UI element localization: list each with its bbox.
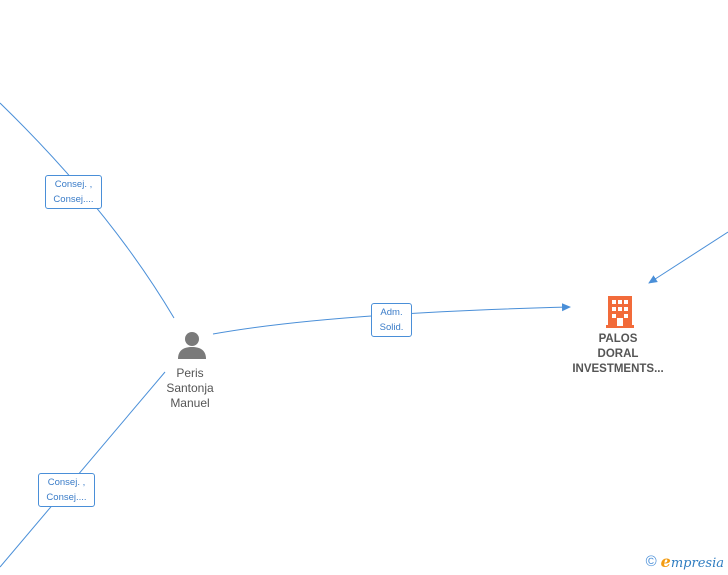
edge-label-line: Adm. bbox=[380, 307, 403, 318]
company-name-line: PALOS bbox=[598, 333, 638, 345]
edge-label-line: Consej. , bbox=[54, 179, 93, 190]
person-node-label[interactable]: Peris Santonja Manuel bbox=[150, 366, 230, 411]
person-name-line: Peris bbox=[176, 366, 204, 380]
edge-right-incoming bbox=[648, 231, 728, 284]
edge-label-line: Consej.... bbox=[53, 194, 94, 205]
brand-initial: e bbox=[660, 552, 671, 571]
edge-top-left bbox=[0, 102, 175, 319]
edge-bottom-left bbox=[0, 371, 166, 568]
copyright-icon: © bbox=[645, 553, 657, 570]
footer-brand: © empresia bbox=[646, 552, 724, 571]
person-name-line: Manuel bbox=[170, 396, 210, 410]
company-node-label[interactable]: PALOS DORAL INVESTMENTS... bbox=[558, 332, 678, 377]
brand-logo[interactable]: empresia bbox=[661, 552, 724, 571]
company-name-line: INVESTMENTS... bbox=[572, 363, 664, 375]
edge-label-line: Solid. bbox=[379, 322, 404, 333]
edge-label-person-company[interactable]: Adm. Solid. bbox=[371, 303, 412, 337]
person-icon[interactable] bbox=[176, 330, 208, 360]
company-name-line: DORAL bbox=[597, 348, 639, 360]
edge-label-top-left[interactable]: Consej. , Consej.... bbox=[45, 175, 102, 209]
building-icon[interactable] bbox=[604, 293, 636, 329]
person-name-line: Santonja bbox=[166, 381, 214, 395]
brand-name: mpresia bbox=[670, 556, 724, 571]
edge-label-bottom-left[interactable]: Consej. , Consej.... bbox=[38, 473, 95, 507]
edge-person-company bbox=[212, 303, 571, 335]
edge-label-line: Consej.... bbox=[46, 492, 87, 503]
edge-label-line: Consej. , bbox=[47, 477, 86, 488]
